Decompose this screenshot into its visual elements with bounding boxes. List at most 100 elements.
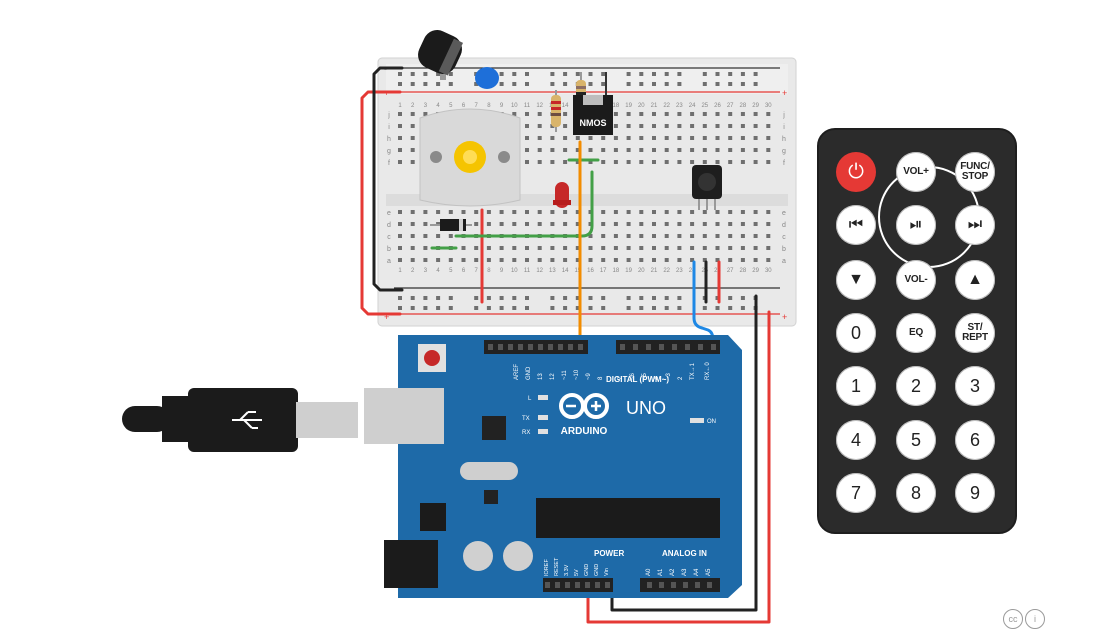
ceramic-capacitor[interactable] <box>475 67 499 89</box>
digital-pin-label-10: ~5 <box>642 372 648 380</box>
bb-col-top-28: 28 <box>740 103 747 109</box>
remote-button-vol-down[interactable]: VOL- <box>896 260 936 300</box>
nmos-label: NMOS <box>580 118 607 128</box>
reset-button[interactable] <box>424 350 440 366</box>
led-l-label: L <box>528 396 532 402</box>
remote-button-prev[interactable]: ⏮ <box>836 205 876 245</box>
bb-row-label-g-right: g <box>782 148 786 155</box>
license-badge[interactable]: cc i <box>1003 609 1045 629</box>
power-jack <box>384 540 438 588</box>
remote-button-power[interactable]: ⏻ <box>836 152 876 192</box>
arduino-brand: ARDUINO <box>561 426 608 437</box>
bb-col-top-10: 10 <box>511 103 518 109</box>
bb-col-bottom-29: 29 <box>752 268 759 274</box>
bb-col-top-23: 23 <box>676 103 683 109</box>
bb-col-bottom-19: 19 <box>625 268 632 274</box>
capacitor-left <box>463 541 493 571</box>
electrolytic-capacitor[interactable] <box>413 25 466 80</box>
remote-button-up[interactable]: ▲ <box>955 260 995 300</box>
bb-col-bottom-20: 20 <box>638 268 645 274</box>
bb-col-bottom-16: 16 <box>587 268 594 274</box>
remote-button-seven[interactable]: 7 <box>836 473 876 513</box>
digital-pin-label-1: GND <box>526 366 532 380</box>
bb-col-top-5: 5 <box>449 103 453 109</box>
digital-pin-label-2: 13 <box>538 373 544 380</box>
remote-button-down[interactable]: ▼ <box>836 260 876 300</box>
bb-row-label-j-left: j <box>387 112 390 119</box>
remote-button-four[interactable]: 4 <box>836 420 876 460</box>
bb-row-label-b-left: b <box>387 246 391 253</box>
dc-motor[interactable] <box>419 108 521 207</box>
nmos-transistor[interactable]: NMOS <box>573 72 613 135</box>
bb-col-bottom-27: 27 <box>727 268 734 274</box>
power-pin-label-5: GND <box>594 564 600 576</box>
bb-row-label-h-right: h <box>782 136 786 143</box>
power-pin-label-4: GND <box>584 564 590 576</box>
bb-row-label-f-right: f <box>783 160 785 167</box>
bb-col-top-19: 19 <box>625 103 632 109</box>
remote-button-eq[interactable]: EQ <box>896 313 936 353</box>
bb-col-top-12: 12 <box>536 103 543 109</box>
remote-button-nine[interactable]: 9 <box>955 473 995 513</box>
bb-col-top-6: 6 <box>462 103 466 109</box>
remote-button-st-rept[interactable]: ST/ REPT <box>955 313 995 353</box>
diode[interactable] <box>430 219 472 231</box>
remote-button-play-pause[interactable]: ⏯ <box>896 205 936 245</box>
bb-col-top-20: 20 <box>638 103 645 109</box>
digital-pin-label-13: 2 <box>678 376 684 380</box>
digital-pin-label-6: ~9 <box>586 372 592 380</box>
bb-col-top-30: 30 <box>765 103 772 109</box>
remote-button-one[interactable]: 1 <box>836 366 876 406</box>
rail-plus-label-bottom-left: + <box>384 312 389 322</box>
rail-plus-label-right: + <box>782 88 787 98</box>
bb-col-bottom-1: 1 <box>398 268 402 274</box>
bb-col-bottom-22: 22 <box>663 268 670 274</box>
bb-row-label-d-right: d <box>782 222 786 229</box>
remote-button-three[interactable]: 3 <box>955 366 995 406</box>
bb-col-bottom-12: 12 <box>536 268 543 274</box>
wire-black-left <box>372 66 404 292</box>
bb-col-top-22: 22 <box>663 103 670 109</box>
remote-button-two[interactable]: 2 <box>896 366 936 406</box>
led-on-label: ON <box>707 419 716 425</box>
arduino-uno-board[interactable]: ARDUINO UNO DIGITAL (PWM~) POWER ANALOG … <box>364 335 742 598</box>
bb-row-label-d-left: d <box>387 222 391 229</box>
bb-col-bottom-23: 23 <box>676 268 683 274</box>
remote-button-five[interactable]: 5 <box>896 420 936 460</box>
ir-receiver[interactable] <box>692 165 722 210</box>
capacitor-right <box>503 541 533 571</box>
remote-button-vol-up[interactable]: VOL+ <box>896 152 936 192</box>
remote-button-func-stop[interactable]: FUNC/ STOP <box>955 152 995 192</box>
bb-col-top-26: 26 <box>714 103 721 109</box>
bb-col-top-8: 8 <box>487 103 491 109</box>
bb-row-label-j-right: j <box>782 112 785 119</box>
bb-col-bottom-5: 5 <box>449 268 453 274</box>
bb-row-label-f-left: f <box>388 160 390 167</box>
bb-row-label-g-left: g <box>387 148 391 155</box>
usb-cable[interactable] <box>122 388 358 452</box>
resistor-1[interactable] <box>551 90 561 132</box>
remote-button-eight[interactable]: 8 <box>896 473 936 513</box>
bb-col-bottom-11: 11 <box>524 268 531 274</box>
red-led[interactable] <box>553 182 571 208</box>
bb-col-bottom-18: 18 <box>613 268 620 274</box>
digital-pin-label-4: ~11 <box>562 370 568 380</box>
bb-row-label-e-left: e <box>387 210 391 217</box>
power-pin-label-3: 5V <box>574 569 580 576</box>
remote-button-next[interactable]: ⏭ <box>955 205 995 245</box>
bb-col-top-11: 11 <box>524 103 531 109</box>
bb-col-bottom-4: 4 <box>436 268 440 274</box>
analog-pin-label-4: A4 <box>694 568 700 576</box>
digital-pin-label-11: 4 <box>654 376 660 380</box>
bb-col-top-25: 25 <box>701 103 708 109</box>
usb-port <box>364 388 444 444</box>
digital-pin-label-7: 8 <box>598 376 604 380</box>
remote-button-zero[interactable]: 0 <box>836 313 876 353</box>
arduino-logo-icon <box>559 393 609 419</box>
digital-pin-label-15: RX←0 <box>705 362 711 380</box>
power-pin-label-2: 3.3V <box>564 564 570 576</box>
remote-button-six[interactable]: 6 <box>955 420 995 460</box>
